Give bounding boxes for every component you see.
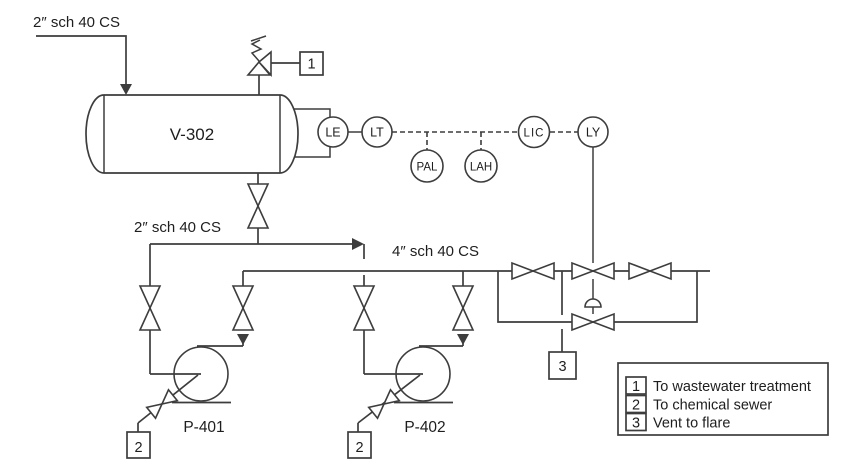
p401-drain-valve-icon (145, 388, 179, 420)
bypass-loop (497, 271, 698, 323)
legend-text-1: To wastewater treatment (653, 379, 811, 395)
pump-p402-label: P-402 (404, 419, 445, 436)
discharge-header: 4″ sch 40 CS 3 (243, 243, 710, 380)
pump-p401: 2 P-401 (126, 271, 255, 459)
p401-discharge-valve-icon (231, 285, 255, 310)
control-valve-icon (571, 312, 596, 332)
callout-box-1 (299, 51, 324, 76)
legend-key-3: 3 (632, 416, 640, 432)
callout-box-2b (347, 431, 372, 459)
block-valve-2-icon (571, 261, 596, 281)
instrument-lic-bubble (517, 115, 551, 149)
pump-p401-label: P-401 (183, 419, 224, 436)
p402-drain-valve-icon (367, 388, 401, 420)
legend-key-3-box (625, 412, 647, 432)
control-valve-actuator-icon (584, 298, 602, 308)
callout-1-number: 1 (307, 57, 315, 73)
callout-box-3 (548, 351, 577, 380)
legend-text-2: To chemical sewer (653, 398, 772, 414)
relief-spring-icon (250, 39, 263, 62)
le-tag: LE (325, 126, 340, 140)
callout-2a-number: 2 (134, 440, 142, 456)
feed-pipe-label: 2″ sch 40 CS (33, 14, 120, 31)
vessel-label: V-302 (170, 125, 214, 144)
legend-text-3: Vent to flare (653, 416, 730, 432)
instrument-pal-bubble (410, 149, 444, 183)
lt-tag: LT (370, 126, 384, 140)
callout-box-2a (126, 431, 151, 459)
legend-box (617, 362, 829, 436)
p401-suction-valve-icon (138, 285, 162, 310)
ly-tag: LY (586, 126, 601, 140)
p402-suction-valve-icon (352, 285, 376, 310)
callout-2b-number: 2 (355, 440, 363, 456)
lic-tag: LIC (524, 128, 545, 140)
suction-pipe-label: 2″ sch 40 CS (134, 219, 221, 236)
suction-header: 2″ sch 40 CS (134, 173, 365, 286)
discharge-pipe-label: 4″ sch 40 CS (392, 243, 479, 260)
relief-valve: 1 (246, 35, 324, 95)
pal-tag: PAL (417, 162, 438, 174)
legend: 1 To wastewater treatment 2 To chemical … (617, 362, 829, 436)
legend-key-2-box (625, 394, 647, 414)
p402-discharge-valve-icon (451, 285, 475, 310)
instrument-lah-bubble (464, 149, 498, 183)
level-instrument-loop: LE LT PAL LAH LIC LY (294, 108, 609, 263)
p401-discharge-arrow-icon (237, 334, 249, 345)
lah-tag: LAH (470, 162, 492, 174)
feed-line: 2″ sch 40 CS (33, 14, 132, 95)
block-valve-3-icon (628, 261, 653, 281)
flow-arrow-down-icon (120, 84, 132, 95)
flow-arrow-right-icon (352, 238, 364, 250)
pump-p402: 2 P-402 (347, 271, 475, 459)
vessel-v302: V-302 (85, 94, 299, 174)
p402-discharge-arrow-icon (457, 334, 469, 345)
legend-key-1: 1 (632, 379, 640, 395)
legend-key-2: 2 (632, 398, 640, 414)
block-valve-1-icon (511, 261, 536, 281)
legend-key-1-box (625, 376, 647, 395)
vessel-outlet-valve-icon (246, 183, 270, 208)
callout-3-number: 3 (558, 359, 566, 375)
